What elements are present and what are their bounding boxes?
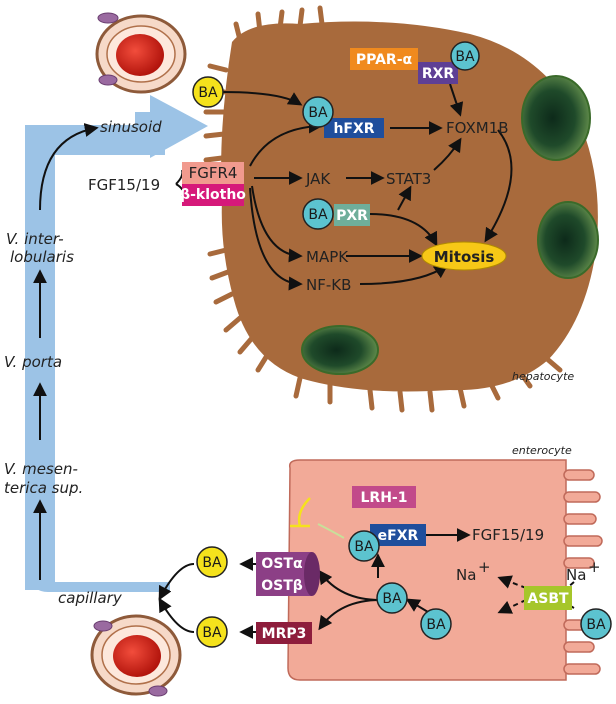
ba-cyan-lower: BA [420,608,452,640]
svg-text:LRH-1: LRH-1 [361,490,408,506]
svg-text:Na: Na [566,566,586,584]
lrh1-link [317,523,345,539]
mitosis-ellipse: Mitosis [421,241,507,271]
hepatocyte-arrows [221,83,513,291]
v-mesenterica-label-2: terica sup. [4,479,83,497]
hfxr-box: hFXR [324,118,384,138]
mitochondrion-right [537,201,599,279]
mrp3-box: MRP3 [256,622,312,644]
lrh1-box: LRH-1 [352,486,416,508]
ba-yellow-ost: BA [196,546,228,578]
nfkb-label: NF-ΚB [306,276,351,294]
lrh1-inhibition [290,497,311,528]
svg-text:+: + [478,558,491,576]
pxr-box: PXR [334,204,370,226]
portal-flow-arrow [25,95,208,592]
svg-text:eFXR: eFXR [378,528,419,544]
enterocyte-arrows [158,528,471,639]
ost-beta-box: OSTβ [256,574,312,596]
svg-text:Na: Na [456,566,476,584]
blood-vessel-top [95,12,187,94]
hepatocyte-label: hepatocyte [512,370,574,383]
na-inside: Na + [456,558,491,584]
svg-text:+: + [588,558,601,576]
capillary-label: capillary [58,589,123,607]
enterocyte-cell [287,459,603,681]
mitochondrion-right-top [521,75,591,161]
ba-cyan-efxr: BA [348,530,380,562]
sinusoid-label: sinusoid [100,118,162,136]
v-porta-label: V. porta [4,353,62,371]
svg-text:PXR: PXR [336,208,368,224]
fgfr4-box: FGFR4 [182,162,244,184]
svg-text:PPAR-α: PPAR-α [356,52,413,68]
ba-cyan-outside: BA [580,608,612,640]
svg-text:Mitosis: Mitosis [434,248,495,266]
svg-text:BA: BA [455,49,475,65]
v-mesenterica-label-1: V. mesen- [4,460,78,478]
svg-text:β-klotho: β-klotho [180,187,246,203]
v-interlobularis-label-2: lobularis [10,248,74,266]
na-outside: Na + [566,558,601,584]
mapk-label: MAPK [306,248,349,266]
svg-text:BA: BA [198,85,218,101]
ppar-alpha-box: PPAR-α [350,48,418,70]
svg-text:BA: BA [354,539,374,555]
svg-text:ASBT: ASBT [527,591,569,607]
ba-cyan-pxr: BA [302,198,334,230]
ba-yellow-mrp3: BA [196,616,228,648]
ba-yellow-hep: BA [192,76,224,108]
ost-channel [304,552,320,596]
ba-cyan-rxr: BA [450,41,480,71]
enterocyte-label: enterocyte [512,444,572,457]
portal-inner-arrows [33,123,99,580]
ba-cyan-hfxr: BA [302,96,334,128]
svg-text:MRP3: MRP3 [262,626,307,642]
v-interlobularis-label-1: V. inter- [6,230,64,248]
svg-text:BA: BA [426,617,446,633]
stat3-label: STAT3 [386,170,431,188]
klotho-box: β-klotho [180,184,246,206]
svg-text:BA: BA [308,105,328,121]
svg-text:FGFR4: FGFR4 [189,164,238,182]
blood-vessel-bottom [90,614,182,697]
svg-text:OSTα: OSTα [261,556,303,572]
jak-label: JAK [305,170,331,188]
svg-text:BA: BA [202,555,222,571]
foxm1b-label: FOXM1B [446,119,509,137]
ost-alpha-box: OSTα [256,552,312,574]
svg-text:OSTβ: OSTβ [261,578,303,594]
ba-cyan-center: BA [376,582,408,614]
svg-text:BA: BA [586,617,606,633]
svg-text:RXR: RXR [422,66,455,82]
rxr-box: RXR [418,62,458,84]
fgf-ent-label: FGF15/19 [472,526,544,544]
fgf-hep-label: FGF15/19 [88,176,160,194]
svg-text:BA: BA [202,625,222,641]
svg-text:BA: BA [308,207,328,223]
asbt-box: ASBT [524,586,572,610]
mitochondrion-bottom [301,325,379,375]
svg-text:BA: BA [382,591,402,607]
svg-text:hFXR: hFXR [333,121,374,137]
efxr-box: eFXR [370,524,426,546]
